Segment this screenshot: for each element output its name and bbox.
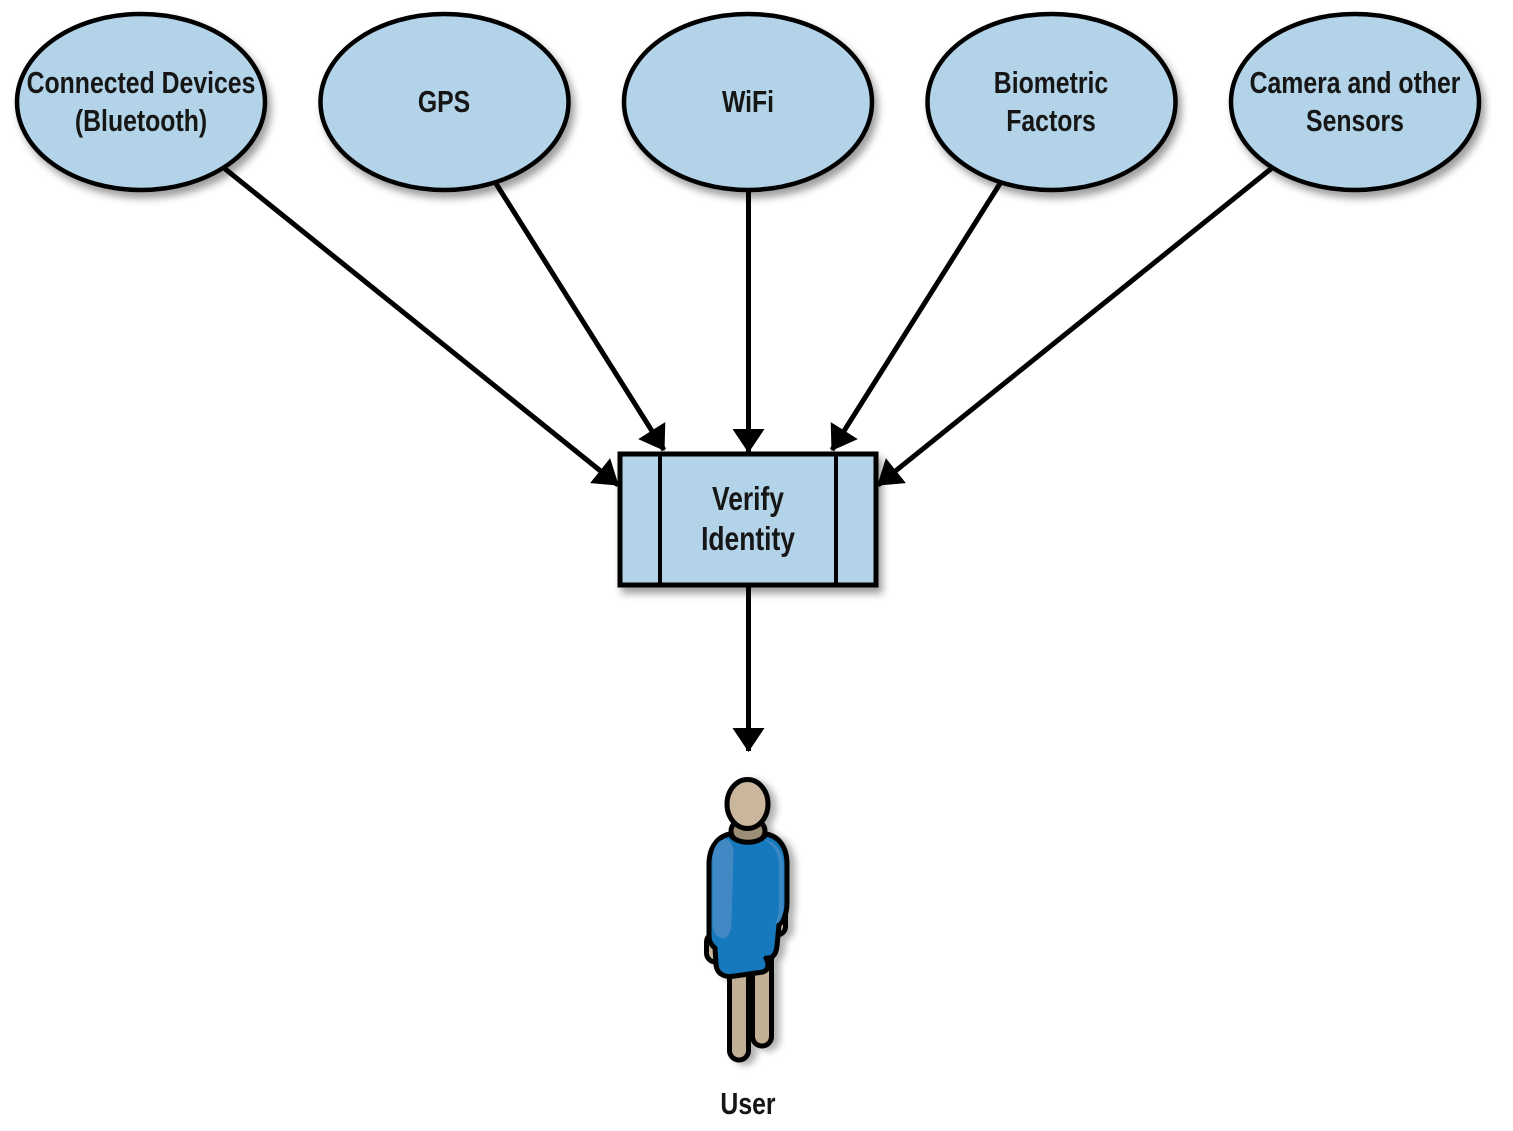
process-node-verify-identity — [617, 451, 879, 588]
user-figure-left-arm-highlight — [712, 839, 734, 939]
edge-camera-to-verify — [876, 166, 1274, 487]
user-figure-head — [724, 777, 771, 831]
edges — [222, 166, 1274, 752]
source-node-biometric-factors — [925, 11, 1178, 193]
source-node-wifi — [621, 11, 875, 193]
user-label: User — [720, 1086, 776, 1121]
source-node-gps — [318, 11, 571, 193]
source-label-gps: GPS — [417, 84, 471, 119]
edge-biometric-to-verify — [829, 180, 1004, 452]
source-label-biometric-factors: Biometric Factors — [993, 65, 1109, 138]
source-label-wifi: WiFi — [721, 84, 775, 119]
source-label-connected-devices: Connected Devices (Bluetooth) — [26, 65, 256, 138]
process-label-verify-identity: Verify Identity — [701, 480, 795, 557]
user-figure — [704, 777, 790, 1063]
source-node-connected-devices — [14, 11, 268, 193]
source-nodes — [14, 11, 1482, 193]
source-label-camera-sensors: Camera and other Sensors — [1249, 65, 1461, 138]
user-figure-right-arm-highlight — [764, 839, 784, 923]
source-node-camera-sensors — [1228, 11, 1482, 193]
edge-connected-devices-to-verify — [222, 166, 620, 487]
edge-gps-to-verify — [492, 180, 667, 452]
process-box — [617, 451, 879, 588]
